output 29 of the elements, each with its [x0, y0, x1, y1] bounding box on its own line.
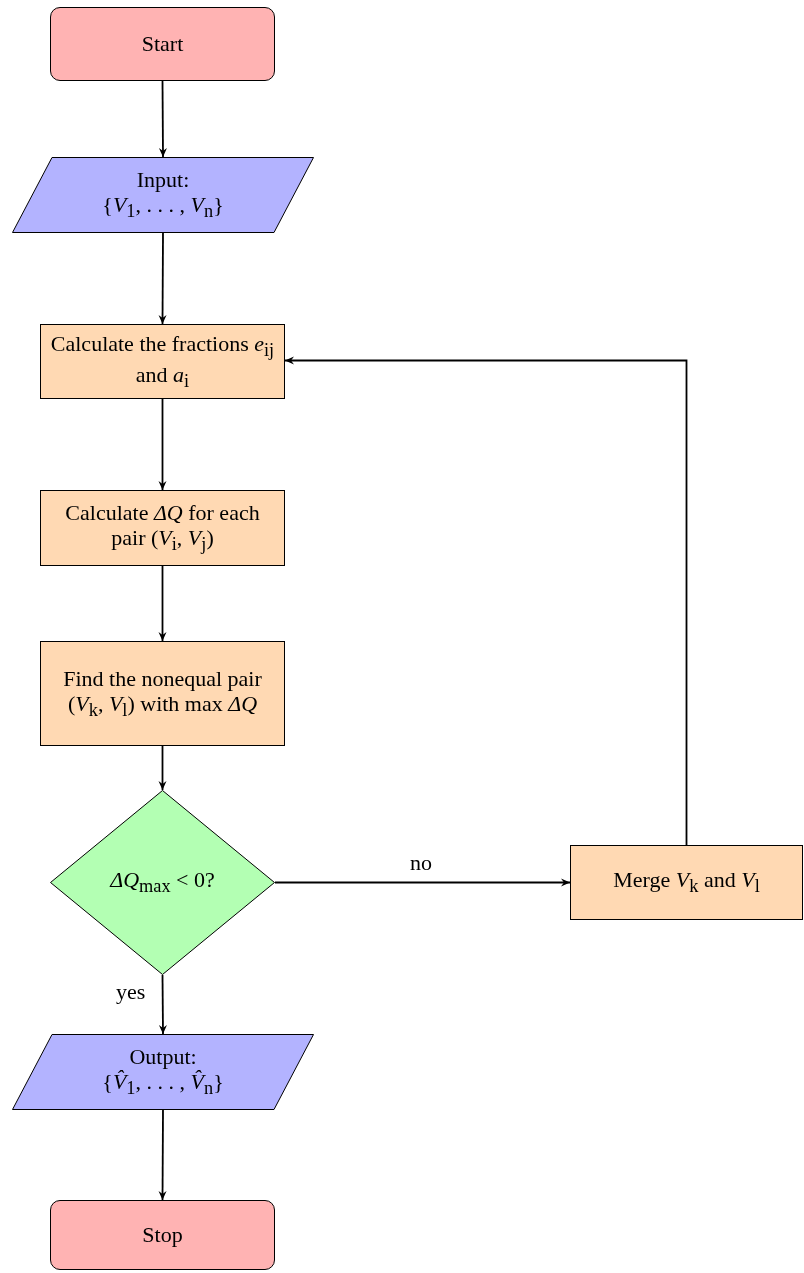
process-box: [570, 845, 803, 920]
terminal-box: [50, 1200, 275, 1270]
node-text: Calculate the fractions e$_{ij}$ and a$_{i}$: [49, 331, 276, 392]
node-text: Find the nonequal pair (V$_{k}$, V$_{l}$) with max ΔQ: [62, 665, 263, 722]
arrow: [158, 80, 167, 158]
process-box: [40, 641, 285, 746]
arrow: [158, 565, 167, 642]
node-text: {V̂$_{1}$, . . . , V̂$_{n}$}: [102, 1069, 224, 1100]
node-text: ΔQ$_{max}$ < 0?: [110, 867, 215, 898]
arrow: [274, 878, 571, 887]
node-text: Calculate ΔQ for each pair (V$_{i}$, V$_{j}$): [64, 500, 261, 556]
data-parallelogram: [12, 1034, 314, 1110]
node-text: Input:: [136, 167, 190, 193]
arrow: [158, 745, 167, 791]
arrow: [158, 398, 167, 491]
node-text: {V$_{1}$, . . . , V$_{n}$}: [102, 192, 224, 223]
process-box: [40, 324, 285, 399]
arrow: [284, 356, 688, 846]
process-box: [40, 490, 285, 566]
terminal-box: [50, 7, 275, 81]
node-text: Output:: [129, 1044, 197, 1070]
node-text: Start: [141, 31, 184, 57]
decision-diamond: [50, 790, 275, 975]
node-text: Stop: [142, 1222, 183, 1248]
arrow: [158, 232, 167, 325]
data-parallelogram: [12, 157, 314, 233]
node-text: Merge V$_{k}$ and V$_{l}$: [613, 867, 760, 898]
arrow: [158, 974, 167, 1035]
arrow: [158, 1109, 167, 1201]
